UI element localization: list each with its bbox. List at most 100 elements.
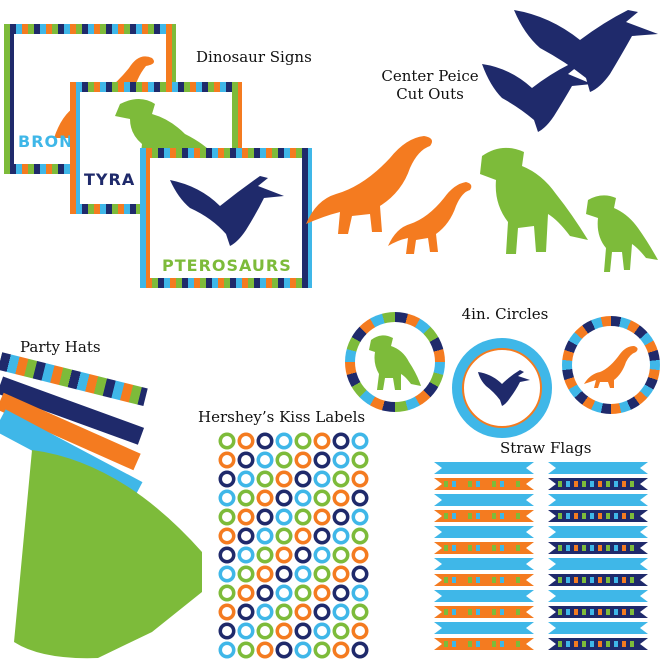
straw-flag-pattern	[606, 641, 610, 647]
kiss-label-center	[260, 531, 270, 541]
straw-flag-pattern	[614, 513, 618, 519]
kiss-label-center	[355, 436, 365, 446]
straw-flag-pattern	[598, 609, 602, 615]
kiss-label-center	[355, 512, 365, 522]
kiss-label-center	[336, 550, 346, 560]
pterosaur-icon	[478, 370, 530, 406]
straw-flag-pattern	[582, 609, 586, 615]
straw-flag-pattern	[622, 545, 626, 551]
straw-flag-pattern	[630, 513, 634, 519]
straw-flags-right	[548, 462, 648, 658]
straw-flag-pattern	[558, 545, 562, 551]
straw-flag-pattern	[444, 577, 448, 583]
kiss-label-center	[355, 569, 365, 579]
kiss-label-center	[336, 626, 346, 636]
kiss-label-center	[241, 512, 251, 522]
kiss-label-center	[222, 607, 232, 617]
label-straw-flags: Straw Flags	[500, 439, 592, 457]
straw-flag	[434, 622, 534, 634]
kiss-label-center	[222, 436, 232, 446]
straw-flag-pattern	[460, 481, 464, 487]
straw-flag-pattern	[500, 545, 504, 551]
kiss-label-center	[336, 436, 346, 446]
straw-flag	[434, 558, 534, 570]
kiss-label-center	[317, 607, 327, 617]
straw-flag-pattern	[630, 609, 634, 615]
straw-flag-pattern	[484, 513, 488, 519]
straw-flag-pattern	[460, 609, 464, 615]
kiss-label-center	[336, 474, 346, 484]
kiss-label-center	[241, 531, 251, 541]
kiss-label-center	[317, 645, 327, 655]
straw-flag-pattern	[630, 481, 634, 487]
kiss-label-center	[222, 569, 232, 579]
straw-flag	[548, 558, 648, 570]
straw-flag-pattern	[606, 481, 610, 487]
label-circles: 4in. Circles	[461, 305, 549, 323]
kiss-label-center	[222, 512, 232, 522]
kiss-label-center	[355, 474, 365, 484]
straw-flags-left-svg	[434, 462, 534, 650]
straw-flag-pattern	[476, 577, 480, 583]
straw-flag-pattern	[444, 513, 448, 519]
straw-flag-pattern	[492, 577, 496, 583]
label-center-piece: Center Peice Cut Outs	[370, 67, 490, 103]
kiss-label-center	[241, 588, 251, 598]
straw-flag	[548, 622, 648, 634]
straw-flag-pattern	[468, 513, 472, 519]
kiss-label-center	[279, 607, 289, 617]
sign-word: BRON	[18, 132, 74, 151]
straw-flag	[548, 526, 648, 538]
circle-pterosaur	[452, 338, 552, 438]
kiss-label-center	[222, 550, 232, 560]
straw-flag-pattern	[452, 545, 456, 551]
kiss-label-center	[317, 493, 327, 503]
straw-flag-pattern	[492, 641, 496, 647]
straw-flag-pattern	[516, 545, 520, 551]
kiss-label-center	[355, 531, 365, 541]
kiss-label-center	[355, 493, 365, 503]
straw-flag	[434, 526, 534, 538]
straw-flag-pattern	[476, 641, 480, 647]
straw-flag-pattern	[460, 641, 464, 647]
kiss-label-center	[298, 645, 308, 655]
kiss-label-center	[241, 626, 251, 636]
straw-flag-pattern	[630, 641, 634, 647]
straw-flag-pattern	[516, 481, 520, 487]
straw-flag-pattern	[590, 545, 594, 551]
kiss-label-center	[260, 550, 270, 560]
kiss-label-center	[241, 436, 251, 446]
straw-flag-pattern	[590, 609, 594, 615]
sign-word: TYRA	[84, 170, 136, 189]
straw-flag-pattern	[468, 577, 472, 583]
kiss-label-center	[241, 455, 251, 465]
straw-flag	[548, 462, 648, 474]
kiss-label-center	[298, 436, 308, 446]
straw-flag-pattern	[622, 641, 626, 647]
kiss-label-center	[336, 607, 346, 617]
kiss-label-center	[317, 588, 327, 598]
straw-flag-pattern	[606, 513, 610, 519]
kiss-label-center	[279, 569, 289, 579]
kiss-label-center	[298, 531, 308, 541]
straw-flag-pattern	[614, 609, 618, 615]
straw-flag-pattern	[614, 577, 618, 583]
kiss-label-center	[355, 588, 365, 598]
kiss-label-center	[298, 626, 308, 636]
kiss-label-center	[336, 493, 346, 503]
kiss-label-center	[279, 626, 289, 636]
kiss-label-center	[298, 569, 308, 579]
straw-flag-pattern	[452, 609, 456, 615]
straw-flag-pattern	[598, 545, 602, 551]
straw-flag-pattern	[452, 513, 456, 519]
kiss-label-center	[317, 455, 327, 465]
kiss-label-center	[279, 588, 289, 598]
kiss-label-center	[298, 474, 308, 484]
straw-flag-pattern	[630, 545, 634, 551]
kiss-label-center	[298, 455, 308, 465]
kiss-label-center	[222, 455, 232, 465]
straw-flag-pattern	[460, 513, 464, 519]
kiss-label-center	[260, 512, 270, 522]
straw-flag-pattern	[476, 609, 480, 615]
straw-flag-pattern	[484, 545, 488, 551]
